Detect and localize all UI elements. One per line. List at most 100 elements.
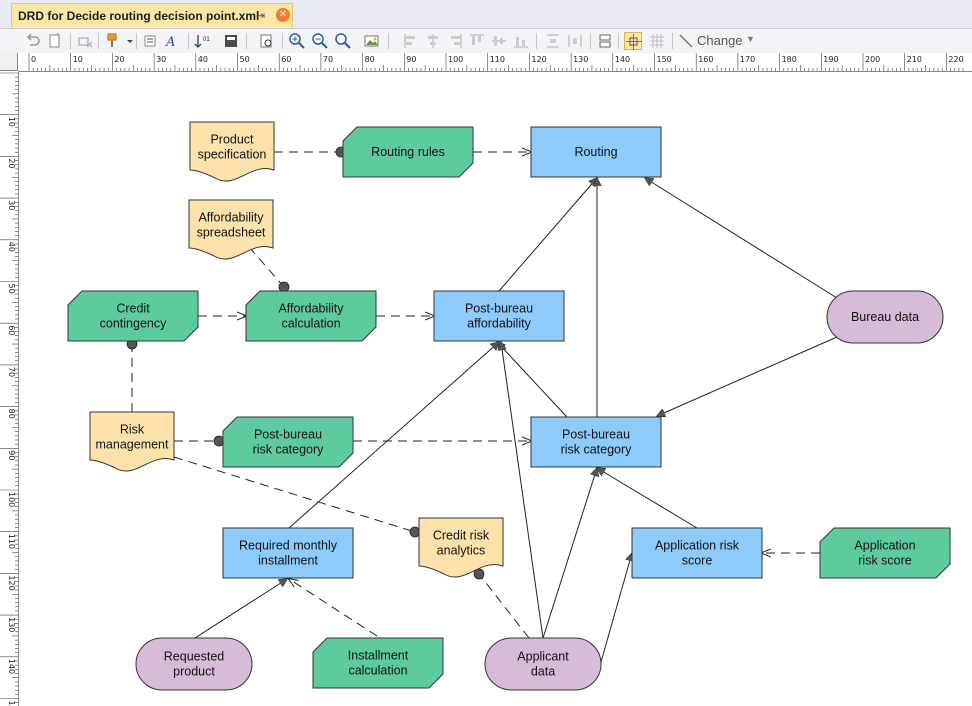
node-routing-rules[interactable]: Routing rules	[342, 126, 474, 178]
layers-icon[interactable]	[596, 32, 614, 50]
format-painter-icon[interactable]	[104, 32, 122, 50]
connector-icon[interactable]	[677, 32, 695, 50]
knowledge-source-shape	[189, 121, 275, 182]
grid-icon[interactable]	[648, 32, 666, 50]
ruler-label: 10	[73, 55, 83, 64]
ruler-label: 180	[782, 55, 797, 64]
node-label: Affordability	[198, 211, 264, 225]
ruler-label: 200	[865, 55, 880, 64]
edge-information-requirement[interactable]	[597, 468, 698, 529]
ruler-label: 170	[740, 55, 755, 64]
change-dropdown-icon[interactable]: ▼	[746, 34, 755, 44]
distribute-vertical-icon[interactable]	[544, 32, 562, 50]
input-data-shape	[826, 290, 944, 344]
node-label: Product	[210, 133, 254, 147]
align-bottom-icon[interactable]	[512, 32, 530, 50]
pin-icon[interactable]: ⇥	[256, 10, 266, 22]
image-icon[interactable]	[363, 32, 381, 50]
text-format-icon[interactable]	[142, 32, 160, 50]
decision-shape	[530, 126, 662, 178]
edge-information-requirement[interactable]	[498, 178, 597, 292]
node-label: analytics	[437, 544, 486, 558]
edge-authority-requirement[interactable]	[248, 246, 285, 288]
align-top-icon[interactable]	[468, 32, 486, 50]
align-left-icon[interactable]	[402, 32, 420, 50]
edge-authority-requirement[interactable]	[478, 573, 530, 639]
sort-numeric-icon[interactable]: 01	[194, 32, 212, 50]
document-tab[interactable]: DRD for Decide routing decision point.xm…	[11, 3, 293, 27]
ruler-label: 30	[156, 55, 166, 64]
new-page-icon[interactable]	[46, 32, 64, 50]
ruler-label: 110	[490, 55, 505, 64]
ruler-label: 110	[7, 534, 16, 549]
node-label: product	[173, 665, 215, 679]
delete-icon[interactable]	[76, 32, 94, 50]
node-bureau-data[interactable]: Bureau data	[826, 290, 944, 344]
undo-icon[interactable]	[24, 32, 42, 50]
align-right-icon[interactable]	[446, 32, 464, 50]
edge-information-requirement[interactable]	[501, 342, 544, 639]
print-preview-icon[interactable]	[258, 32, 276, 50]
edge-information-requirement[interactable]	[657, 336, 838, 416]
node-label: calculation	[281, 317, 340, 331]
close-icon[interactable]: ✕	[276, 8, 290, 22]
ruler-label: 50	[240, 55, 250, 64]
ruler-label: 120	[7, 575, 16, 590]
edge-authority-requirement[interactable]	[173, 456, 416, 533]
edge-information-requirement[interactable]	[497, 342, 568, 418]
distribute-horizontal-icon[interactable]	[566, 32, 584, 50]
edge-information-requirement[interactable]	[288, 342, 499, 529]
edge-information-requirement[interactable]	[194, 579, 287, 639]
align-middle-icon[interactable]	[490, 32, 508, 50]
align-center-icon[interactable]	[424, 32, 442, 50]
edge-knowledge-requirement[interactable]	[289, 579, 378, 637]
edge-information-requirement[interactable]	[542, 468, 597, 639]
ruler-label: 80	[7, 409, 16, 419]
zoom-icon[interactable]	[334, 32, 352, 50]
zoom-in-icon[interactable]	[288, 32, 306, 50]
node-label: Credit	[116, 302, 150, 316]
properties-icon[interactable]	[222, 32, 240, 50]
edge-information-requirement[interactable]	[645, 178, 838, 299]
node-label: Installment	[348, 649, 409, 663]
knowledge-model-shape	[67, 290, 199, 342]
font-icon[interactable]: A	[164, 32, 182, 50]
format-painter-dropdown-icon[interactable]	[121, 32, 133, 50]
node-label: contingency	[100, 317, 167, 331]
ruler-label: 140	[7, 659, 16, 674]
snap-to-grid-icon[interactable]	[624, 32, 642, 50]
svg-text:01: 01	[203, 37, 210, 43]
svg-text:A: A	[165, 35, 175, 50]
node-label: spreadsheet	[197, 226, 266, 240]
change-button[interactable]: Change	[697, 33, 743, 48]
edge-information-requirement[interactable]	[600, 553, 632, 663]
node-label: Post-bureau	[465, 302, 533, 316]
ruler-label: 50	[7, 284, 16, 294]
node-label: management	[96, 438, 169, 452]
node-routing[interactable]: Routing	[530, 126, 662, 178]
zoom-out-icon[interactable]	[311, 32, 329, 50]
node-label: Risk	[120, 423, 145, 437]
ruler-label: 40	[198, 55, 208, 64]
ruler-corner	[0, 53, 18, 71]
